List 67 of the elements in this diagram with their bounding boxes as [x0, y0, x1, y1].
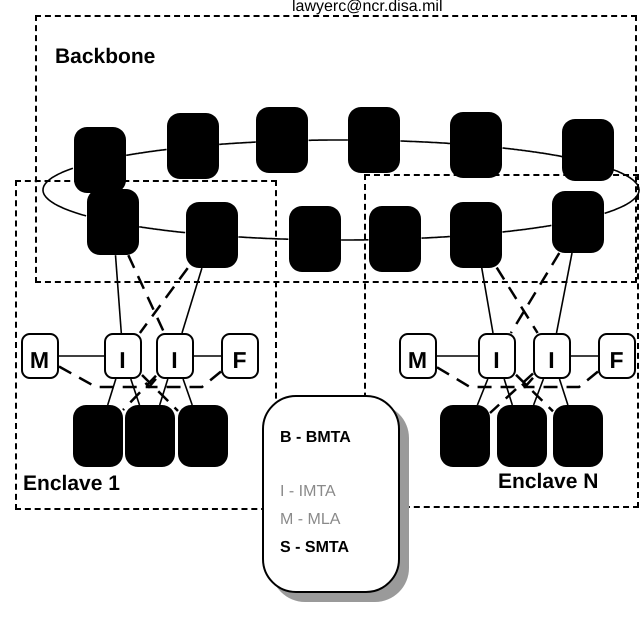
- router-block: [440, 404, 490, 466]
- connector-line: [436, 366, 534, 388]
- router-block: [496, 404, 546, 466]
- connector-line: [219, 141, 256, 146]
- router-block: [450, 112, 502, 178]
- agent-node: I: [532, 332, 570, 378]
- connector-line: [400, 140, 450, 144]
- connector-line: [122, 374, 157, 411]
- agent-node: M: [398, 332, 436, 378]
- connector-line: [308, 139, 348, 142]
- connector-line: [532, 378, 544, 406]
- connector-line: [480, 267, 494, 334]
- legend-entry: M - MLA: [280, 511, 342, 529]
- router-block: [256, 107, 308, 174]
- connector-line: [502, 147, 556, 156]
- router-block: [186, 202, 238, 268]
- connector-line: [476, 378, 489, 406]
- connector-line: [58, 365, 157, 388]
- legend-entry: I - IMTA: [280, 483, 337, 501]
- connector-line: [141, 374, 179, 412]
- connector-line: [181, 268, 203, 334]
- connector-line: [158, 378, 169, 406]
- router-block: [450, 202, 502, 268]
- agent-node: F: [598, 332, 636, 378]
- connector-line: [194, 355, 221, 357]
- router-block: [562, 118, 614, 180]
- legend-entry: B - BMTA: [280, 429, 352, 447]
- agent-node: I: [156, 332, 194, 378]
- connector-line: [421, 236, 450, 239]
- connector-line: [114, 255, 122, 334]
- connector-line: [556, 252, 573, 334]
- router-block: [178, 404, 228, 466]
- connector-line: [59, 355, 104, 357]
- connector-line: [510, 252, 560, 334]
- connector-line: [502, 224, 552, 233]
- connector-line: [496, 266, 539, 334]
- connector-line: [558, 378, 569, 406]
- router-block: [74, 127, 126, 194]
- connector-line: [437, 355, 478, 357]
- connector-line: [489, 372, 534, 414]
- agent-node: M: [20, 332, 58, 378]
- agent-node: I: [478, 332, 516, 378]
- connector-line: [503, 378, 514, 406]
- router-block: [369, 206, 421, 272]
- router-block: [552, 191, 604, 253]
- connector-line: [139, 226, 186, 234]
- connector-line: [515, 374, 554, 412]
- router-block: [124, 404, 174, 466]
- connector-line: [340, 239, 369, 241]
- connector-line: [126, 148, 167, 156]
- connector-line: [571, 355, 598, 357]
- agent-node: F: [220, 332, 258, 378]
- connector-line: [138, 267, 189, 334]
- agent-node: I: [104, 332, 142, 378]
- connector-line: [42, 167, 86, 217]
- connector-line: [127, 254, 166, 334]
- router-block: [72, 404, 122, 466]
- router-block: [166, 113, 218, 180]
- router-block: [288, 206, 340, 272]
- router-block: [348, 106, 400, 173]
- router-block: [552, 404, 602, 466]
- connector-line: [238, 236, 288, 240]
- connector-line: [182, 378, 193, 406]
- connector-line: [106, 378, 117, 406]
- connector-line: [130, 378, 140, 406]
- router-block: [87, 189, 139, 256]
- legend-entry: S - SMTA: [280, 539, 350, 557]
